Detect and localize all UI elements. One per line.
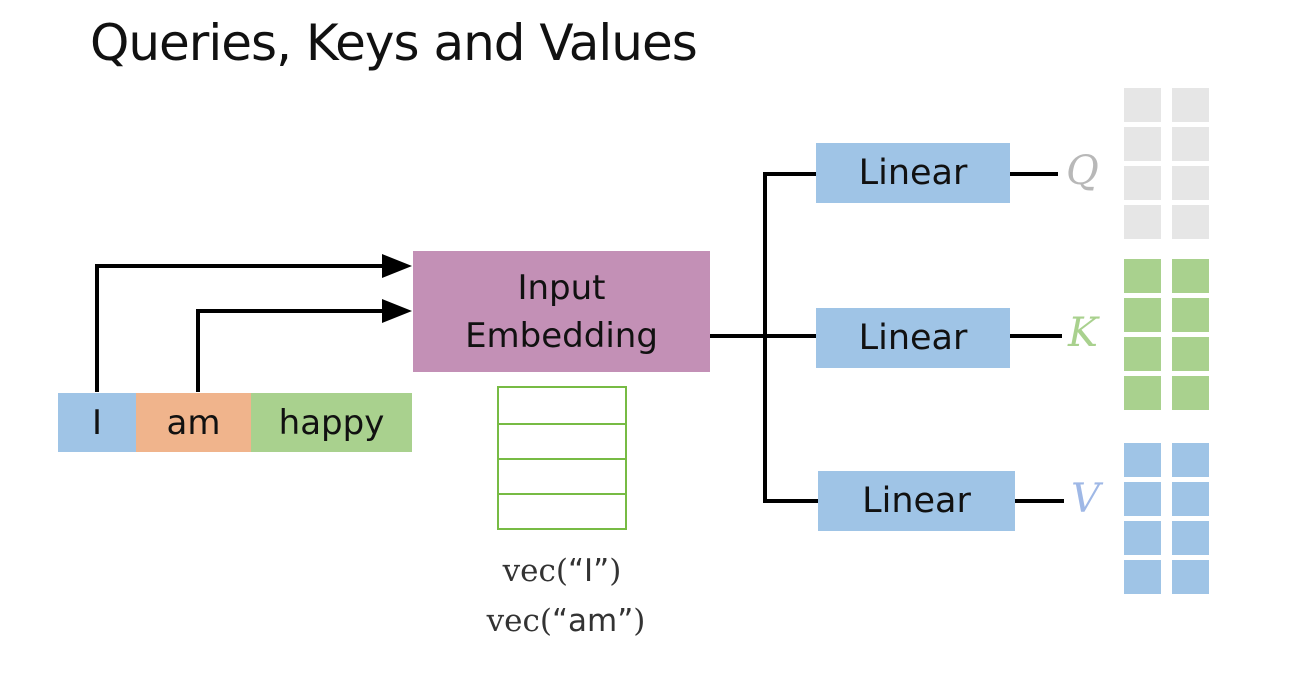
embedding-label-line2: Embedding [465,315,658,356]
page-title: Queries, Keys and Values [90,14,698,72]
token-happy: happy [251,393,412,452]
matrix-cell [1172,298,1209,332]
matrix-cell [1172,127,1209,161]
query-matrix [1124,88,1210,243]
token-am: am [136,393,251,452]
matrix-cell [1124,337,1161,371]
token-i: I [58,393,136,452]
matrix-cell [1172,376,1209,410]
input-embedding-block: Input Embedding [413,251,710,372]
linear-block-v: Linear [818,471,1015,531]
matrix-cell [1124,376,1161,410]
value-letter: V [1071,476,1100,522]
matrix-cell [1172,482,1209,516]
embedding-label-line1: Input [517,267,606,308]
vector-label-i: vec(“I”) [502,553,622,589]
query-letter: Q [1066,148,1099,194]
matrix-cell [1124,443,1161,477]
matrix-cell [1172,259,1209,293]
embedding-vector-grid [497,386,627,530]
matrix-cell [1124,205,1161,239]
vector-label-am: vec(“am”) [486,603,646,639]
matrix-cell [1124,298,1161,332]
key-letter: K [1068,310,1098,356]
matrix-cell [1124,88,1161,122]
matrix-cell [1124,166,1161,200]
arrow-am-to-embedding [196,309,396,392]
key-matrix [1124,259,1210,414]
matrix-cell [1172,443,1209,477]
matrix-cell [1124,560,1161,594]
matrix-cell [1172,205,1209,239]
matrix-cell [1172,88,1209,122]
linear-block-k: Linear [816,308,1010,368]
matrix-cell [1124,127,1161,161]
arrow-i-to-embedding [95,264,396,392]
matrix-cell [1172,166,1209,200]
matrix-cell [1172,560,1209,594]
matrix-cell [1124,521,1161,555]
matrix-cell [1124,482,1161,516]
linear-block-q: Linear [816,143,1010,203]
value-matrix [1124,443,1210,598]
matrix-cell [1172,337,1209,371]
matrix-cell [1172,521,1209,555]
matrix-cell [1124,259,1161,293]
